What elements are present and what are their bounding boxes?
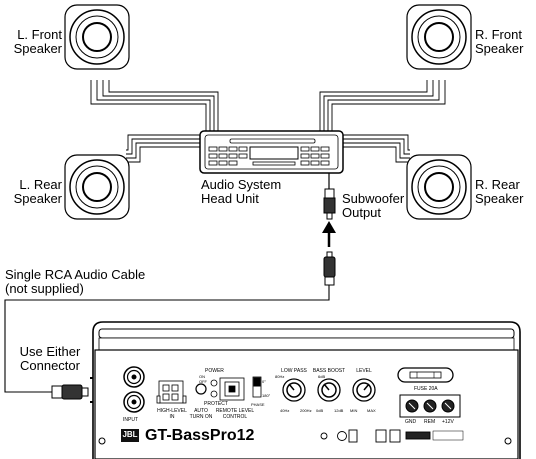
amp-protect-label: PROTECT [204, 401, 228, 407]
terminal-12v-label: +12V [442, 419, 454, 425]
knob-level [352, 378, 376, 402]
amp-remote-level-label: REMOTE LEVEL CONTROL [215, 408, 255, 420]
knob-low-pass [282, 378, 306, 402]
status-leds [210, 379, 218, 398]
speaker-front-left [64, 4, 130, 70]
knob-bass-boost [317, 378, 341, 402]
amp-off-label: OFF [199, 379, 207, 384]
rca-plug-top [323, 251, 336, 286]
amp-on-label: ON [199, 374, 205, 379]
high-level-in-connector [156, 380, 187, 404]
label-subwoofer-output: Subwoofer Output [342, 191, 405, 220]
rca-plug-amp [51, 384, 89, 400]
knob-low-pass-title: LOW PASS [281, 368, 307, 374]
auto-turn-on-switch [195, 383, 207, 395]
amp-power-label: POWER [205, 368, 224, 374]
connection-arrow [322, 221, 336, 247]
amp-phase-180-label: 180° [262, 393, 271, 398]
speaker-front-right [406, 4, 472, 70]
speaker-wires [90, 80, 446, 163]
terminal-rem-label: REM [424, 419, 436, 425]
brand-logo [121, 429, 139, 442]
label-front-left: L. Front Speaker [13, 27, 62, 56]
amp-phase-label: PHASE [251, 402, 265, 407]
knob-level-min: MIN [350, 408, 358, 413]
terminal-gnd-label: GND [405, 419, 417, 425]
remote-level-port [219, 377, 245, 401]
phase-switch [252, 376, 262, 398]
knob-bass-boost-max: 12dB [334, 408, 344, 413]
input-jacks [123, 366, 145, 413]
knob-level-title: LEVEL [356, 368, 372, 374]
amp-input-label: INPUT [123, 417, 138, 423]
label-rear-right: R. Rear Speaker [475, 177, 524, 206]
knob-bass-boost-min: 0dB [316, 408, 324, 413]
sub-output-connector [323, 173, 336, 220]
label-rear-left: L. Rear Speaker [13, 177, 62, 206]
knob-low-pass-mid: 80Hz [275, 374, 285, 379]
knob-bass-boost-mid: 6dB [318, 374, 326, 379]
amp-high-level-label: HIGH-LEVEL IN [157, 408, 187, 420]
speaker-rear-right [406, 154, 472, 220]
speaker-rear-left [64, 154, 130, 220]
knob-level-max: MAX [367, 408, 376, 413]
fuse-label: FUSE 20A [414, 386, 438, 392]
certification-icons [320, 429, 464, 443]
label-head-unit: Audio System Head Unit [201, 177, 282, 206]
brand-text: JBL [122, 430, 138, 439]
rca-cable [4, 285, 330, 393]
knob-low-pass-min: 40Hz [280, 408, 290, 413]
knob-low-pass-max: 200Hz [300, 408, 312, 413]
model-name: GT-BassPro12 [145, 427, 255, 444]
head-unit [199, 130, 344, 174]
amp-phase-0-label: 0° [262, 379, 266, 384]
fuse [397, 367, 454, 383]
power-terminals [399, 394, 461, 418]
label-use-either: Use Either Connector [19, 344, 81, 373]
amp-auto-turn-on-label: AUTO TURN ON [189, 408, 213, 420]
label-rca-cable: Single RCA Audio Cable (not supplied) [5, 267, 146, 296]
label-front-right: R. Front Speaker [475, 27, 524, 56]
knob-bass-boost-title: BASS BOOST [312, 368, 346, 374]
